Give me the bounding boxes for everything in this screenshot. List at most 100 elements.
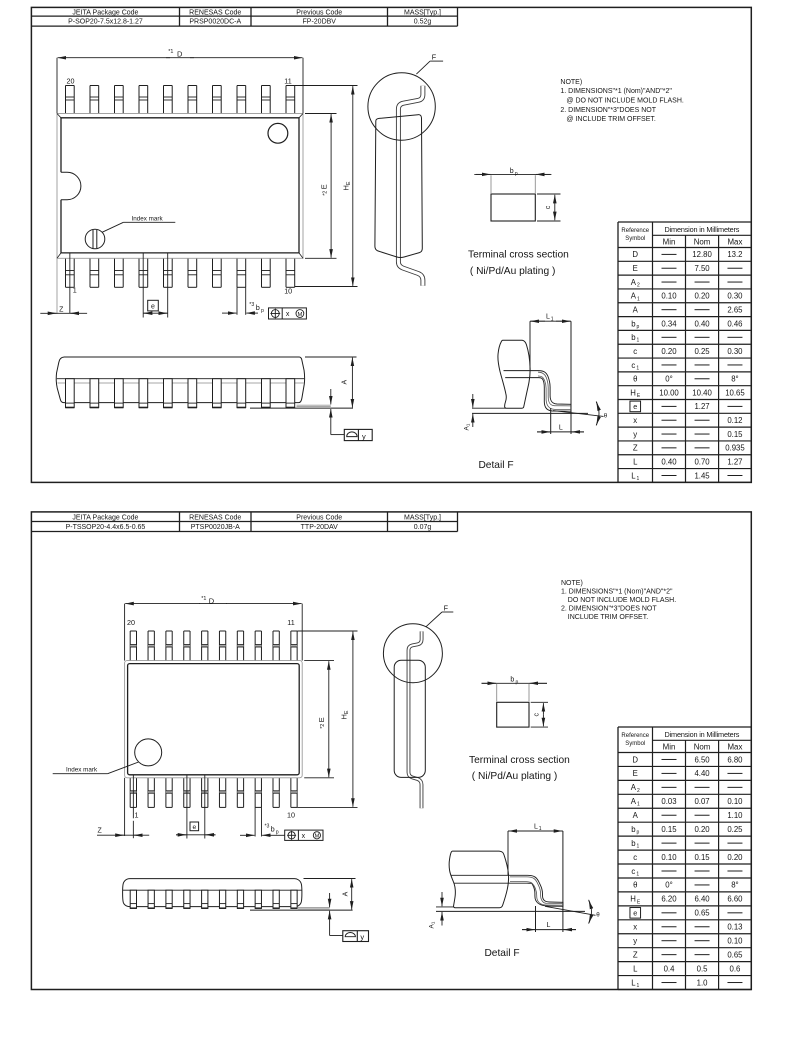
svg-text:INCLUDE TRIM OFFSET.: INCLUDE TRIM OFFSET. xyxy=(568,614,648,621)
svg-text:p: p xyxy=(515,171,518,177)
svg-text:0.30: 0.30 xyxy=(727,292,743,301)
svg-text:11: 11 xyxy=(284,77,291,86)
svg-text:A: A xyxy=(342,891,349,896)
svg-text:θ: θ xyxy=(604,413,608,420)
svg-text:b: b xyxy=(510,677,514,684)
svg-text:0.65: 0.65 xyxy=(694,909,710,918)
svg-text:Detail F: Detail F xyxy=(484,948,519,959)
svg-text:MASS[Typ.]: MASS[Typ.] xyxy=(404,9,441,16)
svg-text:y: y xyxy=(633,430,637,439)
svg-text:1: 1 xyxy=(551,316,554,322)
svg-text:A: A xyxy=(633,811,639,820)
svg-text:L: L xyxy=(633,964,638,973)
svg-text:Index mark: Index mark xyxy=(132,216,164,223)
svg-text:0.70: 0.70 xyxy=(694,457,710,466)
svg-text:0.40: 0.40 xyxy=(694,319,710,328)
svg-text:e: e xyxy=(633,908,637,917)
svg-text:Nom: Nom xyxy=(694,238,711,247)
svg-text:HE: HE xyxy=(630,388,641,399)
svg-text:0.15: 0.15 xyxy=(661,825,677,834)
svg-text:1.10: 1.10 xyxy=(727,811,743,820)
svg-text:b1: b1 xyxy=(631,333,639,344)
svg-text:b1: b1 xyxy=(631,839,639,850)
svg-text:x: x xyxy=(633,923,637,932)
svg-text:( Ni/Pd/Au plating ): ( Ni/Pd/Au plating ) xyxy=(470,266,556,277)
svg-text:PRSP0020DC-A: PRSP0020DC-A xyxy=(189,19,241,26)
svg-text:x: x xyxy=(286,311,290,318)
svg-text:20: 20 xyxy=(127,618,135,627)
svg-text:L: L xyxy=(633,457,638,466)
svg-text:Terminal cross section: Terminal cross section xyxy=(469,755,570,766)
svg-text:b: b xyxy=(510,168,514,175)
svg-text:A: A xyxy=(342,380,349,385)
svg-text:e: e xyxy=(151,304,155,311)
svg-text:0.13: 0.13 xyxy=(727,923,742,932)
svg-text:y: y xyxy=(360,933,364,942)
svg-text:2. DIMENSION"*3"DOES NOT: 2. DIMENSION"*3"DOES NOT xyxy=(560,107,656,114)
svg-text:Min: Min xyxy=(663,238,676,247)
svg-text:1: 1 xyxy=(135,810,139,819)
svg-text:θ: θ xyxy=(596,911,600,918)
svg-text:0.34: 0.34 xyxy=(661,319,677,328)
svg-text:10.00: 10.00 xyxy=(659,388,679,397)
svg-text:P-SOP20-7.5x12.8-1.27: P-SOP20-7.5x12.8-1.27 xyxy=(68,19,143,26)
svg-text:x: x xyxy=(302,833,306,840)
svg-text:6.80: 6.80 xyxy=(727,755,743,764)
svg-text:y: y xyxy=(362,432,366,441)
svg-text:M: M xyxy=(315,834,320,840)
svg-text:JEITA Package Code: JEITA Package Code xyxy=(72,9,138,16)
svg-text:20: 20 xyxy=(67,77,75,86)
svg-text:*1: *1 xyxy=(168,49,173,55)
svg-text:E: E xyxy=(633,264,638,273)
svg-text:0.25: 0.25 xyxy=(694,347,710,356)
svg-text:p: p xyxy=(516,680,519,686)
svg-text:0.10: 0.10 xyxy=(727,937,743,946)
svg-text:@ DO NOT INCLUDE MOLD FLASH.: @ DO NOT INCLUDE MOLD FLASH. xyxy=(566,98,683,105)
svg-text:A2: A2 xyxy=(631,278,640,289)
svg-text:RENESAS Code: RENESAS Code xyxy=(189,514,241,521)
svg-text:c1: c1 xyxy=(631,867,639,878)
svg-text:A1: A1 xyxy=(428,921,436,928)
svg-text:0.5: 0.5 xyxy=(697,964,709,973)
svg-text:L: L xyxy=(547,922,551,929)
svg-text:Max: Max xyxy=(727,238,742,247)
svg-text:1.0: 1.0 xyxy=(697,978,709,987)
svg-text:F: F xyxy=(444,603,449,612)
svg-text:HE: HE xyxy=(339,710,350,719)
svg-text:1: 1 xyxy=(539,826,542,832)
svg-text:DO NOT INCLUDE MOLD FLASH.: DO NOT INCLUDE MOLD FLASH. xyxy=(568,597,676,604)
svg-text:Previous Code: Previous Code xyxy=(296,514,342,521)
svg-text:L: L xyxy=(546,314,550,321)
svg-text:0.07g: 0.07g xyxy=(414,524,432,531)
svg-text:Dimension in Millimeters: Dimension in Millimeters xyxy=(665,225,740,234)
svg-text:*2 E: *2 E xyxy=(319,184,328,196)
svg-text:L1: L1 xyxy=(631,471,639,482)
svg-text:NOTE): NOTE) xyxy=(561,580,583,587)
svg-text:1.27: 1.27 xyxy=(694,402,709,411)
svg-text:7.50: 7.50 xyxy=(694,264,710,273)
svg-text:L: L xyxy=(534,823,538,830)
svg-text:2.65: 2.65 xyxy=(727,305,743,314)
svg-text:D: D xyxy=(632,755,638,764)
svg-text:0.10: 0.10 xyxy=(661,853,677,862)
svg-text:10: 10 xyxy=(287,810,295,819)
svg-text:Terminal cross section: Terminal cross section xyxy=(468,250,569,261)
svg-text:A1: A1 xyxy=(631,292,640,303)
svg-text:FP-20DBV: FP-20DBV xyxy=(303,19,337,26)
svg-text:0.03: 0.03 xyxy=(661,797,676,806)
svg-text:0.46: 0.46 xyxy=(727,319,742,328)
svg-text:0°: 0° xyxy=(665,881,672,890)
svg-text:0.20: 0.20 xyxy=(694,292,710,301)
svg-text:*2 E: *2 E xyxy=(317,717,326,729)
svg-text:Z: Z xyxy=(633,950,638,959)
svg-text:HE: HE xyxy=(630,895,641,906)
svg-text:8°: 8° xyxy=(731,375,738,384)
svg-text:Previous Code: Previous Code xyxy=(296,9,342,16)
svg-text:0.4: 0.4 xyxy=(664,964,676,973)
svg-text:6.50: 6.50 xyxy=(694,755,710,764)
svg-text:Z: Z xyxy=(98,828,103,835)
svg-text:Index mark: Index mark xyxy=(66,767,98,774)
svg-text:Dimension in Millimeters: Dimension in Millimeters xyxy=(665,730,740,739)
svg-text:D: D xyxy=(209,597,215,606)
svg-text:b: b xyxy=(256,303,260,312)
